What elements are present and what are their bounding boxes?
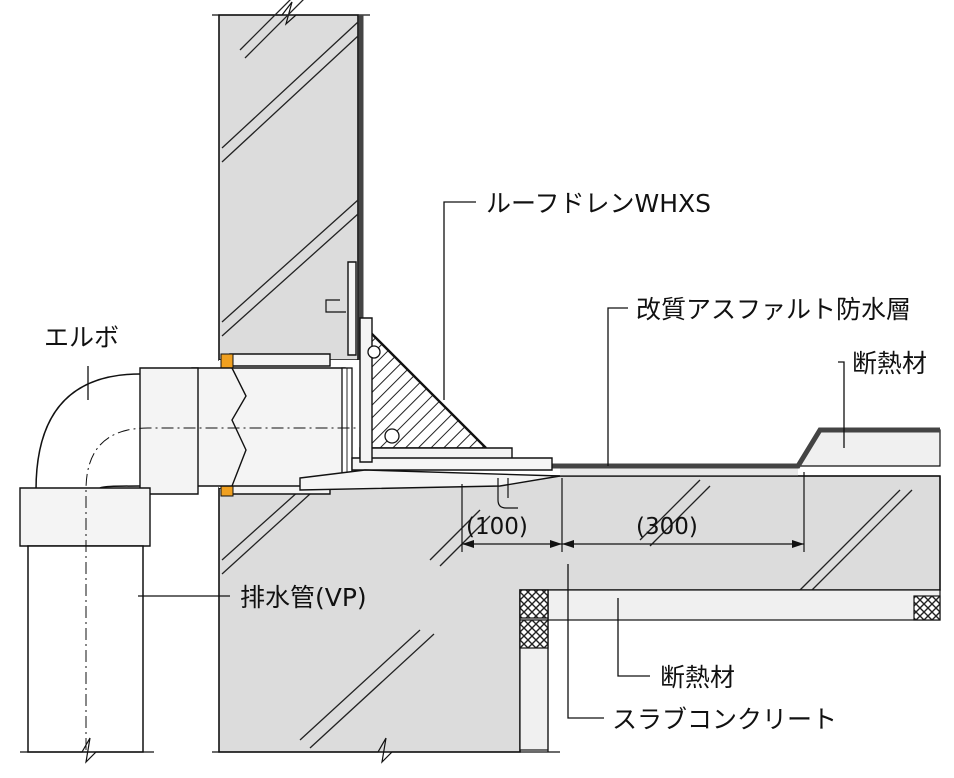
label-slab-concrete: スラブコンクリート [612, 705, 837, 734]
concrete-wall [212, 0, 370, 361]
label-insulation-bottom: 断熱材 [660, 663, 735, 692]
dimension-100: (100) [466, 514, 528, 540]
label-waterproof-layer: 改質アスファルト防水層 [636, 295, 911, 324]
waterproof-membrane [358, 15, 940, 469]
insulation-upper [560, 429, 941, 477]
dimension-lines [461, 472, 805, 552]
dimension-300: (300) [636, 514, 698, 540]
concrete-slab [212, 475, 941, 764]
leader-lines [87, 201, 845, 719]
label-roof-drain: ルーフドレンWHXS [486, 189, 711, 218]
insulation-lower [519, 589, 941, 752]
label-insulation-top: 断熱材 [852, 349, 927, 378]
elbow-fitting [19, 367, 199, 547]
roof-drain-body [299, 261, 561, 509]
vertical-drain-pipe [20, 545, 154, 764]
label-drain-pipe: 排水管(VP) [240, 583, 367, 612]
label-elbow: エルボ [44, 323, 119, 352]
pipe-centerline [85, 427, 356, 750]
